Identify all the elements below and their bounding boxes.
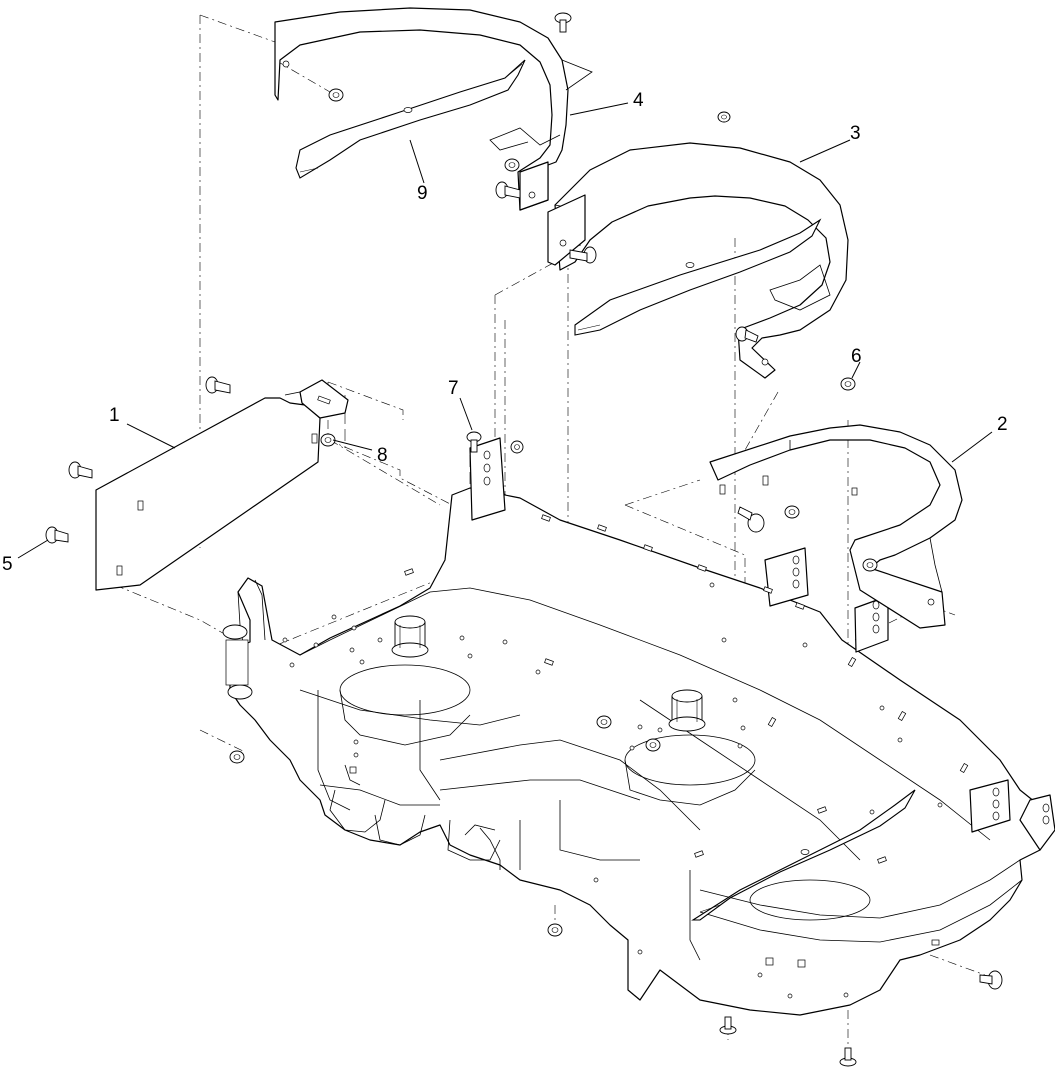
bolt-bottom-a	[719, 1016, 737, 1035]
nut-deck-left	[229, 750, 245, 764]
bolt-7	[466, 431, 482, 453]
callout-6: 6	[851, 346, 862, 367]
deck-holes	[282, 514, 969, 999]
callout-1: 1	[109, 405, 120, 426]
bolt-4a	[495, 181, 521, 199]
callout-5: 5	[2, 554, 13, 575]
nut-8	[320, 433, 336, 447]
part-3-baffle-middle	[547, 142, 849, 379]
spindle-housing-right	[668, 689, 706, 732]
nut-6	[840, 377, 856, 391]
nut-2a	[784, 505, 800, 519]
mower-deck	[222, 437, 1055, 1016]
bolt-3b	[735, 326, 759, 343]
height-bracket-rear	[469, 437, 506, 521]
callout-7: 7	[448, 378, 459, 399]
callout-leaders	[17, 102, 993, 559]
nut-4a	[328, 88, 344, 102]
nut-bottom	[547, 923, 563, 937]
callout-4: 4	[633, 90, 644, 111]
part-4-baffle-left	[274, 7, 593, 211]
nut-deck-mid	[596, 715, 612, 729]
bolt-2a	[737, 506, 765, 533]
bolt-3a	[569, 246, 597, 264]
nut-2b	[862, 558, 878, 572]
nut-4b	[504, 158, 520, 172]
bolt-front-right	[979, 970, 1003, 990]
nut-3	[717, 111, 731, 123]
callout-8: 8	[377, 445, 388, 466]
spindle-housing-left	[391, 615, 429, 658]
bolt-top	[554, 12, 572, 33]
bolt-bottom-b	[839, 1047, 857, 1067]
bolts	[45, 12, 1003, 1067]
part-1-baffle-plate	[95, 379, 349, 591]
bolt-1a	[68, 461, 93, 479]
height-bracket-front	[969, 779, 1055, 851]
blade-front	[691, 789, 916, 921]
nuts	[229, 88, 878, 937]
callout-3: 3	[850, 123, 861, 144]
part-2-baffle-right	[709, 424, 963, 629]
height-bracket-mid	[764, 547, 809, 607]
callout-2: 2	[997, 414, 1008, 435]
callout-labels: 1 2 3 4 5 6 7 8 9	[2, 90, 1008, 575]
bolt-1b	[205, 376, 231, 394]
blade-middle	[574, 218, 822, 336]
nut-7b	[510, 440, 524, 454]
nut-spindle	[645, 738, 661, 752]
bolt-5a	[45, 526, 69, 544]
part-9-blades	[295, 59, 916, 921]
blade-top	[295, 59, 526, 179]
callout-9: 9	[417, 183, 428, 204]
